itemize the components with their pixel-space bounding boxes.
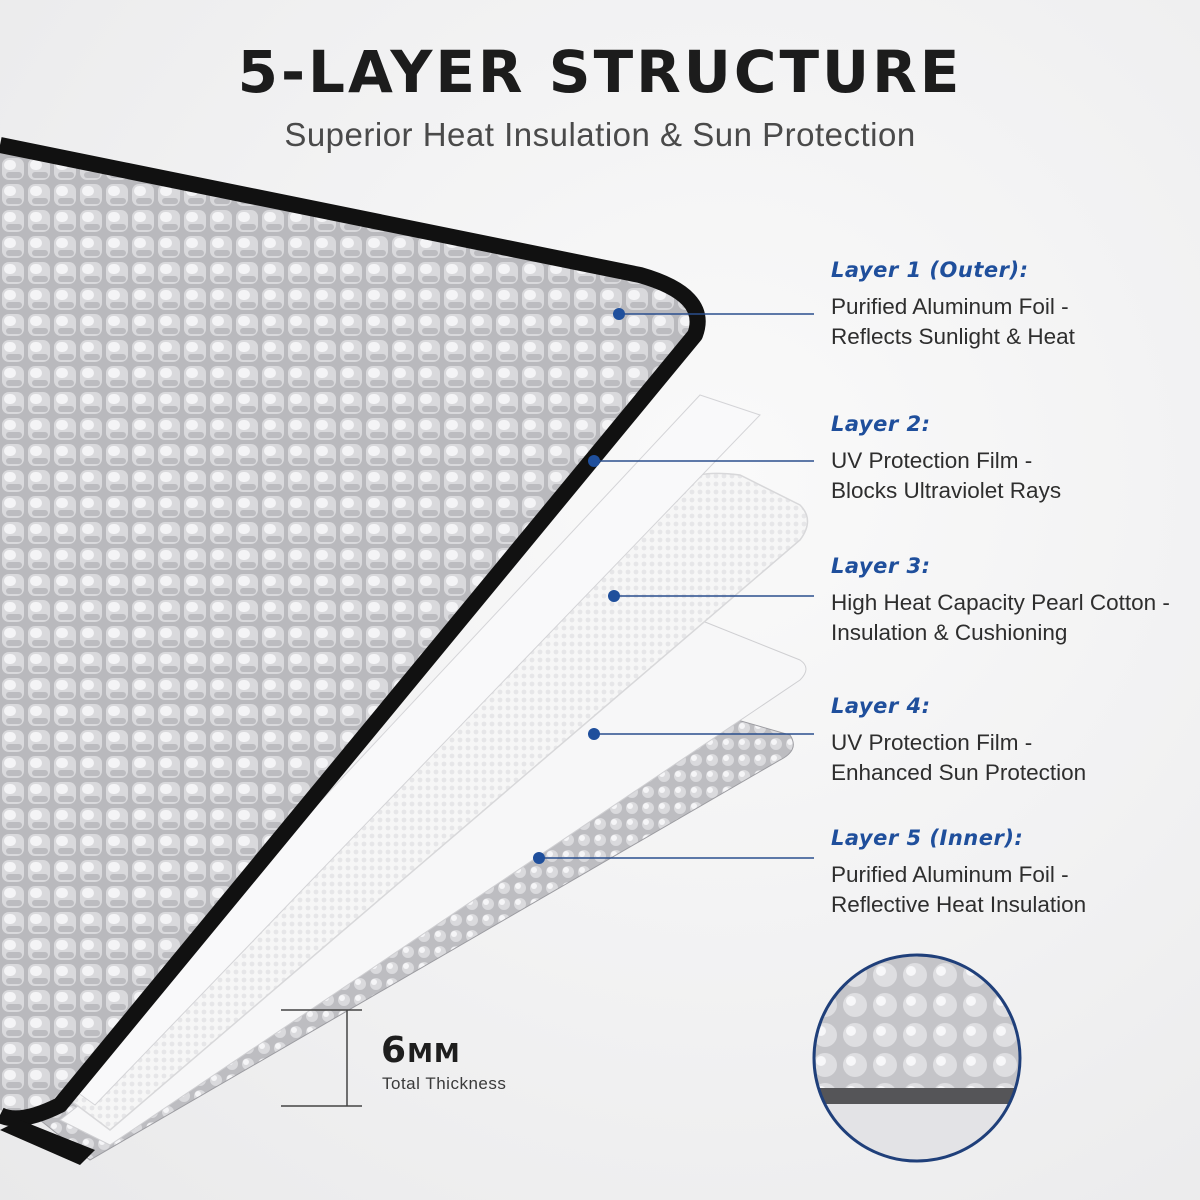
layer-1-description: Layer 1 (Outer): Purified Aluminum Foil …: [831, 258, 1200, 352]
layer-1-name: Layer 1 (Outer):: [831, 258, 1029, 282]
callout-dot-icon: [608, 590, 620, 602]
callout-dot-icon: [588, 455, 600, 467]
callout-dot-icon: [533, 852, 545, 864]
callout-dot-icon: [613, 308, 625, 320]
layer-5-line1: Purified Aluminum Foil -: [831, 862, 1069, 887]
thickness-value: 6MM: [381, 1030, 461, 1071]
layer-1-line1: Purified Aluminum Foil -: [831, 294, 1069, 319]
layer-2-line1: UV Protection Film -: [831, 448, 1033, 473]
callout-lines: [539, 313, 814, 859]
layer-5-line2: Reflective Heat Insulation: [831, 892, 1087, 917]
layer-5-name: Layer 5 (Inner):: [831, 826, 1024, 850]
layer-5-description: Layer 5 (Inner): Purified Aluminum Foil …: [831, 826, 1200, 920]
layer-2-name: Layer 2:: [831, 412, 931, 436]
thickness-number: 6: [381, 1030, 408, 1071]
layer-4-name: Layer 4:: [831, 694, 931, 718]
bottom-binding: [0, 1120, 95, 1165]
layer-1-line2: Reflects Sunlight & Heat: [831, 324, 1075, 349]
layer-3-name: Layer 3:: [831, 554, 931, 578]
page-title: 5-LAYER STRUCTURE: [237, 38, 963, 106]
layer-1-sheet: [0, 150, 692, 1114]
callout-dot-icon: [588, 728, 600, 740]
thickness-label: Total Thickness: [382, 1074, 507, 1093]
thickness-unit: MM: [407, 1039, 461, 1069]
layer-4-line2: Enhanced Sun Protection: [831, 760, 1087, 785]
layer-3-line1: High Heat Capacity Pearl Cotton -: [831, 590, 1170, 615]
layer-2-description: Layer 2: UV Protection Film - Blocks Ult…: [831, 412, 1200, 506]
layer-4-line1: UV Protection Film -: [831, 730, 1033, 755]
thickness-bracket: [281, 1009, 362, 1107]
page-subtitle: Superior Heat Insulation & Sun Protectio…: [284, 116, 916, 153]
layer-4-description: Layer 4: UV Protection Film - Enhanced S…: [831, 694, 1200, 788]
binding-edge: [0, 137, 706, 1127]
layer-2-line2: Blocks Ultraviolet Rays: [831, 478, 1062, 503]
layer-3-description: Layer 3: High Heat Capacity Pearl Cotton…: [831, 554, 1200, 648]
layer-2-sheet: [59, 394, 761, 1106]
bubble-foil-closeup-icon: [812, 953, 1022, 1163]
layer-3-line2: Insulation & Cushioning: [831, 620, 1068, 645]
